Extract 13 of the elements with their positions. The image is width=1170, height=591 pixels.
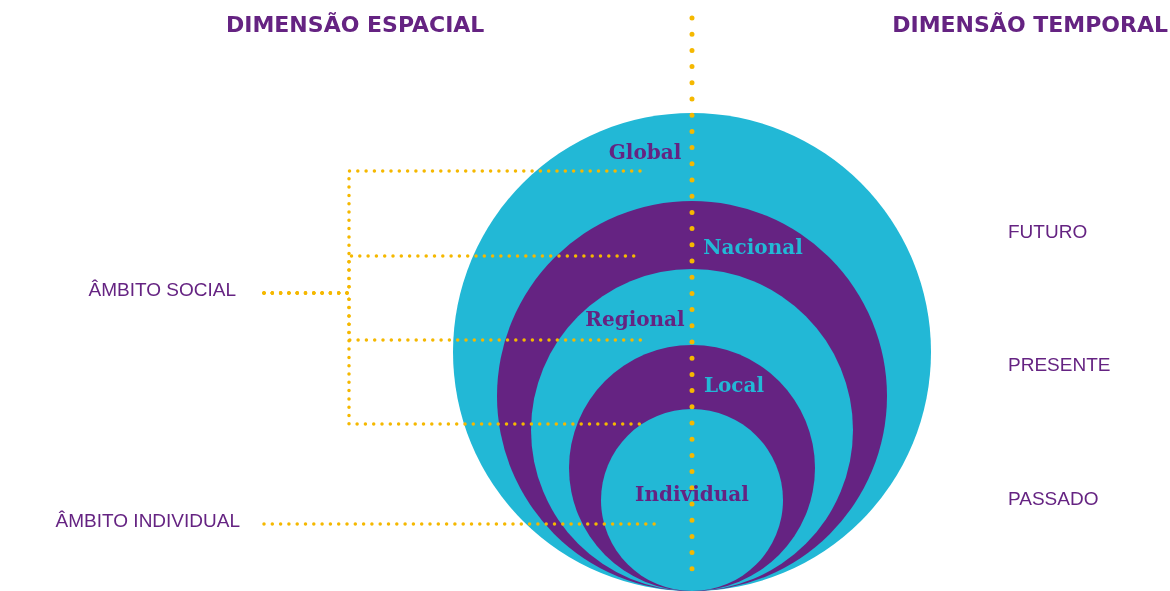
section-heading: DIMENSÃO TEMPORAL (892, 14, 1168, 36)
category-label: ÂMBITO INDIVIDUAL (55, 509, 240, 533)
leader-line (262, 291, 643, 426)
circle-label: Nacional (703, 237, 803, 257)
circle-label: Regional (585, 309, 685, 329)
circle-label: Individual (635, 484, 749, 504)
section-heading: DIMENSÃO ESPACIAL (226, 14, 485, 36)
time-label: FUTURO (1008, 222, 1088, 241)
category-label: ÂMBITO SOCIAL (88, 278, 236, 302)
time-label: PASSADO (1008, 489, 1099, 508)
circle-label: Global (608, 142, 682, 162)
circle-label: Local (703, 375, 765, 395)
time-label: PRESENTE (1008, 355, 1111, 374)
